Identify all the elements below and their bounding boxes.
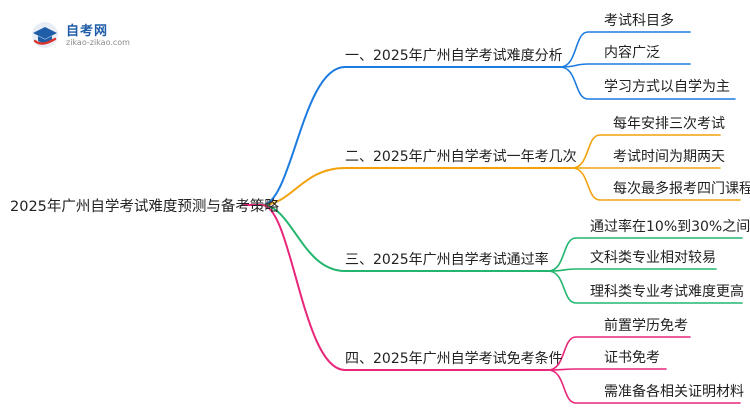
branch-4-label[interactable]: 四、2025年广州自学考试免考条件 [345,350,563,367]
branch-2-leaf-1-connector [571,134,721,169]
branch-4-leaf-3[interactable]: 需准备各相关证明材料 [604,383,744,400]
branch-1-leaf-3[interactable]: 学习方式以自学为主 [604,79,730,95]
branch-3-leaf-2-connector [547,268,717,272]
branch-4-leaf-2[interactable]: 证书免考 [604,350,660,366]
branch-4-leaf-1-connector [547,336,691,371]
logo-subtitle: zikao-zikao.com [66,38,130,47]
branch-1-leaf-1-connector [559,31,691,68]
branch-4-connector [242,204,346,371]
branch-1-leaf-2-connector [559,63,691,68]
branch-4-leaf-3-connector [547,369,741,404]
branch-4: 四、2025年广州自学考试免考条件 前置学历免考 证书免考 需准备各相关证明材料 [345,317,744,400]
branch-3-leaf-3[interactable]: 理科类专业考试难度更高 [590,283,744,300]
branch-1-connector [242,66,346,206]
branch-1-leaf-3-connector [559,66,736,100]
branch-2-leaf-2[interactable]: 考试时间为期两天 [613,149,725,165]
branch-3: 三、2025年广州自学考试通过率 通过率在10%到30%之间 文科类专业相对较易… [345,218,750,300]
branch-1-leaf-2[interactable]: 内容广泛 [604,44,660,61]
site-logo[interactable]: 自考网 zikao-zikao.com [30,18,140,52]
branch-3-label[interactable]: 三、2025年广州自学考试通过率 [345,251,549,268]
branch-3-leaf-2[interactable]: 文科类专业相对较易 [590,250,716,266]
graduation-cap-icon [32,22,58,48]
branch-2-label[interactable]: 二、2025年广州自学考试一年考几次 [345,149,577,165]
root-node-label[interactable]: 2025年广州自学考试难度预测与备考策略 [10,198,279,215]
branch-1: 一、2025年广州自学考试难度分析 考试科目多 内容广泛 学习方式以自学为主 [345,12,730,95]
branch-2: 二、2025年广州自学考试一年考几次 每年安排三次考试 考试时间为期两天 每次最… [345,116,750,197]
branch-3-leaf-1[interactable]: 通过率在10%到30%之间 [590,218,750,235]
connectors [242,31,743,404]
logo-title: 自考网 [66,24,109,39]
branch-2-leaf-1[interactable]: 每年安排三次考试 [613,116,725,132]
branch-4-leaf-2-connector [547,368,667,371]
branch-1-label[interactable]: 一、2025年广州自学考试难度分析 [345,48,563,64]
branch-2-leaf-3-connector [571,167,741,201]
branch-3-leaf-1-connector [547,237,743,272]
branch-4-leaf-1[interactable]: 前置学历免考 [604,317,688,334]
branch-1-leaf-1[interactable]: 考试科目多 [604,12,674,29]
branch-3-leaf-3-connector [547,270,743,304]
branch-2-leaf-3[interactable]: 每次最多报考四门课程 [613,180,750,197]
